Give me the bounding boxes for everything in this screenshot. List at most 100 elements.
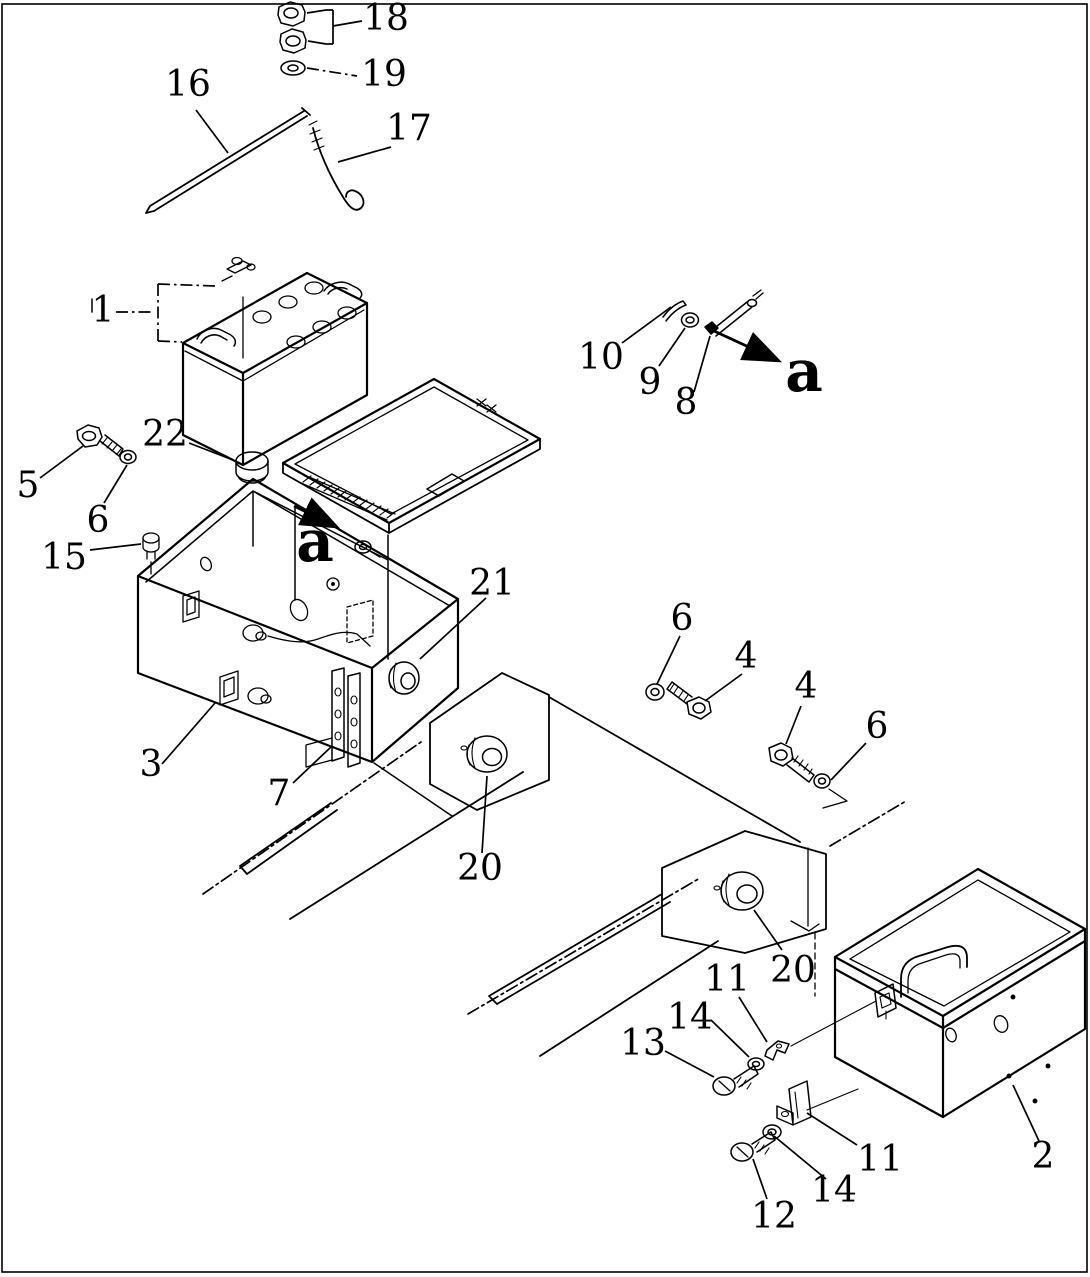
battery-body — [181, 271, 369, 467]
battery-box-illustration — [136, 451, 460, 817]
washer-6-mid — [645, 683, 665, 701]
leader-line-31 — [664, 1050, 715, 1078]
bolt-12-head — [730, 1142, 754, 1162]
washer-6-left-hole — [123, 453, 133, 461]
leader-line-11 — [157, 283, 217, 287]
leader-line-15 — [693, 335, 711, 393]
callout-8-7: 8 — [675, 382, 698, 423]
battery-cell-caps — [252, 281, 357, 349]
washer-14-first-hole — [751, 1060, 761, 1068]
leader-line-1 — [307, 40, 327, 45]
j-bolt-17-threads — [308, 120, 325, 151]
callout-19-1: 19 — [361, 54, 407, 95]
leader-line-30 — [710, 1019, 750, 1058]
washer-14-second — [762, 1124, 782, 1140]
bolt-13-head — [712, 1076, 736, 1096]
leader-line-16 — [39, 445, 84, 479]
bracket-plate-a — [429, 672, 550, 811]
toolbox-front-face — [941, 939, 1087, 1119]
toolbox-latch — [874, 983, 897, 1020]
bolt-4-right-face — [774, 749, 788, 761]
bolt-4-mid-face — [692, 702, 706, 714]
grommet-20-second — [713, 871, 764, 911]
callout-6-10: 6 — [87, 500, 110, 541]
clip-11-first-hole — [775, 1043, 783, 1049]
callout-15-12: 15 — [41, 537, 87, 578]
leader-lines — [39, 9, 1040, 1200]
callout-a-8: a — [785, 337, 823, 405]
bracket-plate-b — [661, 830, 827, 954]
washer-6-right — [813, 773, 831, 789]
drawing-border — [1, 3, 1088, 1273]
leader-line-33 — [1012, 1084, 1040, 1142]
washer-6-right-hole — [817, 777, 827, 785]
callout-3-15: 3 — [140, 744, 163, 785]
nut-18-upper — [277, 1, 306, 27]
callout-a-13: a — [296, 507, 334, 575]
bolt-12-shank — [751, 1131, 776, 1153]
view-direction-arrows — [293, 329, 783, 529]
leader-line-28 — [753, 909, 783, 951]
box-cable-knobs — [242, 624, 371, 705]
toolbox-left-face — [833, 967, 945, 1119]
center-hardware-illustration — [645, 681, 848, 809]
box-outline — [136, 477, 460, 764]
leader-line-21 — [161, 702, 216, 765]
washer-19 — [280, 60, 306, 76]
leader-line-34 — [773, 1135, 827, 1180]
tray-handle-slot — [426, 473, 465, 497]
battery-terminal — [221, 256, 256, 359]
bolt-12-threads — [754, 1141, 770, 1155]
tray-outline — [281, 377, 542, 525]
box-inner-rim — [145, 490, 451, 660]
leader-line-6 — [306, 67, 358, 77]
tray-grip-hatching — [302, 475, 396, 519]
toolbox-inner-rim — [849, 879, 1071, 1007]
plug-15 — [142, 532, 160, 575]
callout-13-25: 13 — [620, 1023, 666, 1064]
rail-b-centerline — [467, 877, 701, 1015]
leader-line-32 — [806, 1112, 858, 1146]
callout-6-17: 6 — [671, 598, 694, 639]
callout-6-20: 6 — [866, 706, 889, 747]
leader-line-24 — [704, 673, 743, 702]
rail-a-centerline — [202, 741, 422, 895]
clip-to-box-line — [806, 1088, 859, 1111]
bolt-8-head — [704, 321, 719, 335]
view-a-bolt — [354, 540, 381, 558]
washer-9-hole — [685, 316, 695, 324]
top-hardware-illustration — [145, 1, 365, 214]
leader-line-5 — [332, 20, 363, 27]
bolt-5-head — [76, 424, 103, 448]
callout-4-19: 4 — [795, 666, 818, 707]
rod-16 — [145, 107, 311, 214]
box-latches — [182, 590, 239, 706]
callout-20-22: 20 — [770, 950, 816, 991]
box-cover-tray-illustration — [281, 377, 542, 534]
box-dashed-patch — [346, 599, 374, 644]
box-holes — [199, 556, 340, 622]
frame-member-lower — [539, 940, 719, 1057]
callout-21-14: 21 — [469, 563, 515, 604]
cotter-pin-10 — [662, 300, 687, 322]
nut-18-upper-hole — [283, 7, 299, 19]
battery-handles — [196, 281, 363, 347]
leader-line-29 — [738, 996, 768, 1043]
callout-10-5: 10 — [578, 337, 624, 378]
leader-line-12 — [157, 340, 183, 343]
callout-22-11: 22 — [142, 414, 188, 455]
callout-4-18: 4 — [735, 636, 758, 677]
callout-16-2: 16 — [165, 64, 211, 105]
upper-right-hardware-illustration — [662, 289, 764, 337]
view-a-arrow-1 — [293, 497, 341, 529]
bolt-4-right-head — [768, 742, 794, 767]
leader-line-19 — [89, 543, 142, 551]
clip-11-first — [764, 1040, 790, 1061]
callout-14-24: 14 — [667, 997, 713, 1038]
washer-6-left — [119, 449, 137, 465]
clip-11-second-fold — [794, 1091, 799, 1119]
grommet-21 — [388, 661, 420, 695]
frame-member — [548, 696, 801, 843]
